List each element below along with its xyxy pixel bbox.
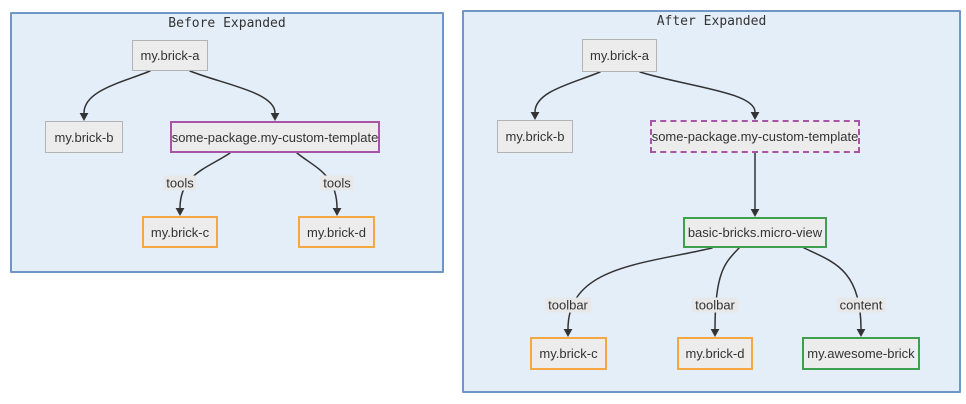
edge-label-content: content <box>836 297 886 313</box>
edge-label-tools: tools <box>163 175 197 191</box>
arrowhead-icon <box>710 329 720 337</box>
edge-label-toolbar: toolbar <box>692 297 738 313</box>
arrowhead-icon <box>332 208 342 216</box>
node-label: my.brick-d <box>307 224 366 240</box>
edge-line <box>714 247 740 330</box>
node-micro-view: basic-bricks.micro-view <box>683 217 827 248</box>
node-label: my.brick-c <box>539 346 598 361</box>
arrowhead-icon <box>750 209 760 217</box>
edge-line <box>639 71 756 113</box>
node-label: some-package.my-custom-template <box>171 129 379 145</box>
node-label: my.brick-a <box>140 48 200 63</box>
edge-label-tools: tools <box>320 175 354 191</box>
node-label: my.brick-b <box>54 129 114 145</box>
node-my-awesome-brick: my.awesome-brick <box>802 337 920 370</box>
edge-line <box>189 70 276 114</box>
node-my-brick-c: my.brick-c <box>142 216 218 248</box>
panel-title: After Expanded <box>656 14 767 29</box>
edge-line <box>803 247 862 330</box>
node-label: my.awesome-brick <box>807 346 915 361</box>
panel-after-expanded: After Expanded my.brick-a my.brick- <box>462 10 961 393</box>
edge-label-toolbar: toolbar <box>545 297 591 313</box>
node-my-custom-template: some-package.my-custom-template <box>170 121 380 153</box>
arrowhead-icon <box>530 112 540 120</box>
arrowhead-icon <box>79 113 89 121</box>
edge-line <box>534 71 601 113</box>
panel-before-expanded: Before Expanded my.brick-a my.brick-b so… <box>10 12 444 273</box>
node-my-brick-d: my.brick-d <box>677 337 753 370</box>
arrowhead-icon <box>175 208 185 216</box>
node-my-brick-d: my.brick-d <box>298 216 375 248</box>
node-my-brick-a: my.brick-a <box>582 39 657 72</box>
node-label: basic-bricks.micro-view <box>687 225 823 240</box>
edge-line <box>83 70 151 114</box>
node-my-brick-b: my.brick-b <box>497 120 573 153</box>
edges-layer <box>530 71 866 337</box>
edge-line <box>296 152 338 209</box>
arrowhead-icon <box>563 329 573 337</box>
node-my-brick-a: my.brick-a <box>132 40 208 71</box>
node-label: my.brick-c <box>150 224 210 240</box>
edges-layer <box>79 70 342 216</box>
arrowhead-icon <box>270 113 280 121</box>
node-my-brick-b: my.brick-b <box>45 121 123 153</box>
node-my-brick-c: my.brick-c <box>530 337 607 370</box>
node-my-custom-template: some-package.my-custom-template <box>650 120 860 153</box>
edge-line <box>179 152 231 209</box>
node-label: some-package.my-custom-template <box>651 129 859 144</box>
node-label: my.brick-b <box>505 129 565 144</box>
panel-title: Before Expanded <box>168 16 286 31</box>
arrowhead-icon <box>856 329 866 337</box>
node-label: my.brick-a <box>590 48 649 63</box>
edge-line <box>567 247 713 330</box>
arrowhead-icon <box>750 112 760 120</box>
node-label: my.brick-d <box>685 346 745 361</box>
